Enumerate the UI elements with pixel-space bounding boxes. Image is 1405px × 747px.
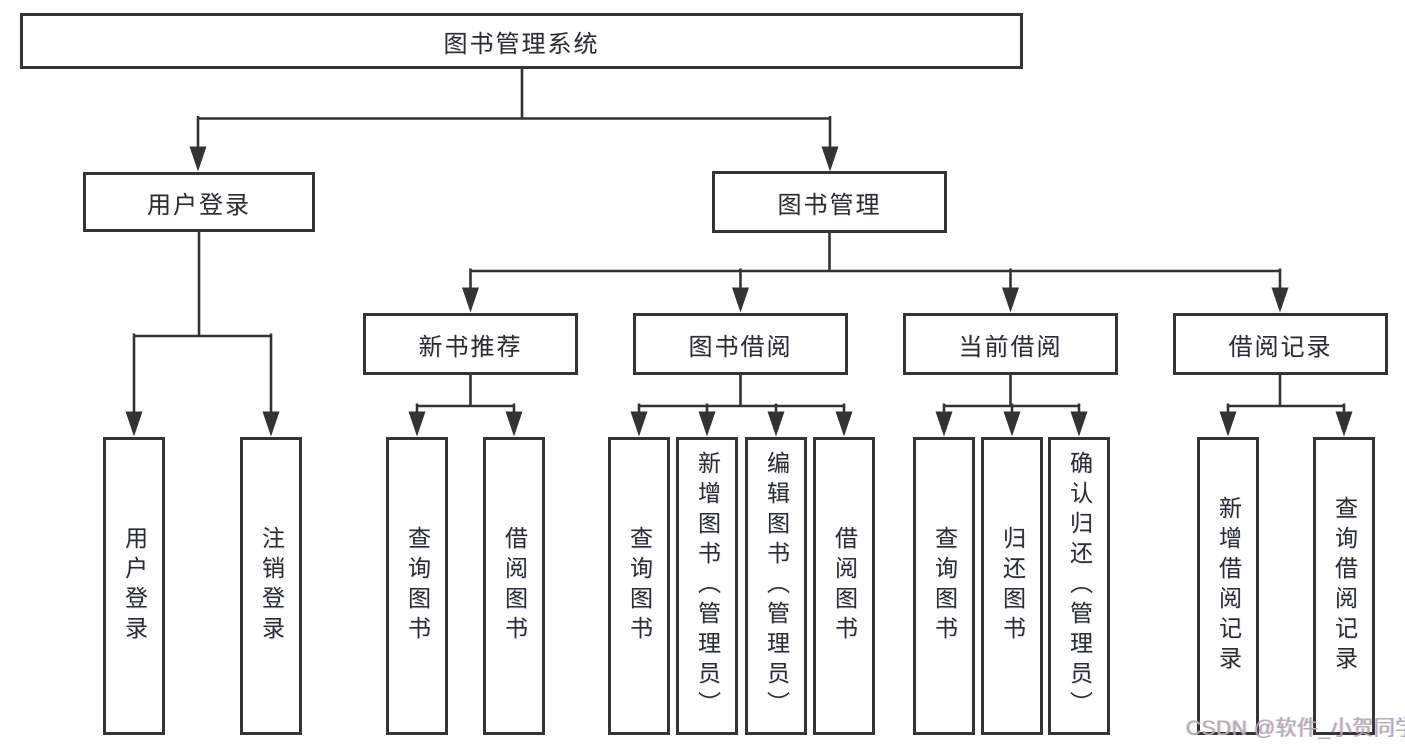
leaf-records-add-record: 新增借阅记录 <box>1197 437 1259 735</box>
leaf-recommend-query-book: 查询图书 <box>386 437 448 735</box>
node-book-management: 图书管理 <box>712 171 947 233</box>
csdn-watermark: CSDN @软件_小贺同学 <box>1186 717 1405 740</box>
arrowhead <box>732 287 749 313</box>
node-label: 确认归还（管理员） <box>1066 451 1093 721</box>
node-label: 编辑图书（管理员） <box>763 451 790 721</box>
arrowhead <box>189 146 207 172</box>
arrowhead <box>408 411 426 437</box>
node-book-borrowing: 图书借阅 <box>633 313 848 375</box>
leaf-user-login: 用户登录 <box>103 437 165 735</box>
arrowhead <box>1271 287 1289 313</box>
arrowhead <box>835 411 853 437</box>
node-new-book-recommend: 新书推荐 <box>363 313 578 375</box>
arrowhead <box>767 411 785 437</box>
leaf-borrowing-edit-book-admin: 编辑图书（管理员） <box>745 437 807 735</box>
leaf-recommend-borrow-book: 借阅图书 <box>483 437 545 735</box>
arrowhead <box>935 411 953 437</box>
node-label: 借阅图书 <box>831 526 858 646</box>
arrowhead <box>630 411 648 437</box>
node-label: 用户登录 <box>121 526 148 646</box>
node-label: 注销登录 <box>258 526 285 646</box>
edge-borrowing-children <box>637 372 846 415</box>
node-label: 图书管理 <box>777 191 882 219</box>
leaf-logout-login: 注销登录 <box>240 437 302 735</box>
node-label: 用户登录 <box>147 191 251 219</box>
node-borrowing-records: 借阅记录 <box>1173 313 1388 375</box>
node-user-login: 用户登录 <box>83 172 315 232</box>
node-label: 借阅记录 <box>1228 333 1333 361</box>
node-label: 查询图书 <box>626 526 653 646</box>
arrowhead <box>1219 411 1237 437</box>
arrowhead <box>125 411 143 437</box>
leaf-borrowing-add-book-admin: 新增图书（管理员） <box>676 437 738 735</box>
node-label: 当前借阅 <box>958 333 1063 361</box>
node-library-system: 图书管理系统 <box>20 13 1023 69</box>
arrowhead <box>505 411 523 437</box>
node-label: 借阅图书 <box>501 526 528 646</box>
node-label: 新增图书（管理员） <box>694 451 721 721</box>
leaf-current-query-book: 查询图书 <box>913 437 975 735</box>
edge-root-to-branches <box>196 65 832 150</box>
edge-records-children <box>1226 372 1346 415</box>
node-label: 新增借阅记录 <box>1215 496 1242 676</box>
node-label: 查询图书 <box>931 526 958 646</box>
leaf-current-return-book: 归还图书 <box>981 437 1043 735</box>
arrowhead <box>821 146 839 172</box>
leaf-borrowing-query-book: 查询图书 <box>608 437 670 735</box>
node-label: 查询借阅记录 <box>1331 496 1358 676</box>
leaf-borrowing-borrow-book: 借阅图书 <box>813 437 875 735</box>
edge-current-children <box>942 372 1081 415</box>
edge-recommend-children <box>415 372 516 415</box>
arrowhead <box>698 411 716 437</box>
edge-book-mgmt-sections <box>469 230 1282 291</box>
leaf-records-query-record: 查询借阅记录 <box>1313 437 1375 735</box>
arrowhead <box>1002 287 1019 313</box>
arrowhead <box>462 287 479 313</box>
arrowhead <box>1070 411 1088 437</box>
arrowhead <box>1003 411 1021 437</box>
node-label: 归还图书 <box>999 526 1026 646</box>
node-label: 图书借阅 <box>688 333 793 361</box>
arrowhead <box>262 411 280 437</box>
node-current-borrowing: 当前借阅 <box>903 313 1118 375</box>
node-label: 新书推荐 <box>418 333 523 361</box>
edge-user-login-children <box>132 229 273 415</box>
leaf-current-confirm-return-admin: 确认归还（管理员） <box>1048 437 1110 735</box>
node-label: 查询图书 <box>404 526 431 646</box>
node-label: 图书管理系统 <box>443 30 600 58</box>
arrowhead <box>1335 411 1353 437</box>
